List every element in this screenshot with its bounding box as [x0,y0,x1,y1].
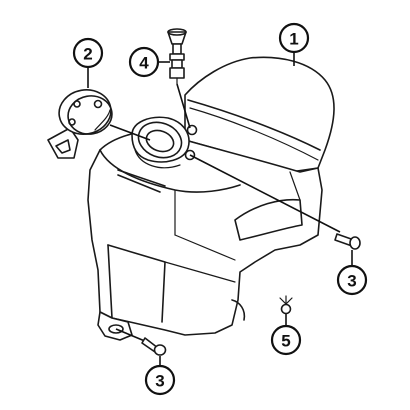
callout-4-label: 4 [139,54,149,73]
fuel-cap [47,89,151,159]
callout-2-label: 2 [83,45,92,64]
vent-valve [167,28,191,129]
callout-2: 2 [72,37,104,88]
callout-3-bottom: 3 [144,356,176,396]
callout-4: 4 [128,46,170,78]
callout-5: 5 [270,314,302,356]
filler-neck [131,116,190,169]
callout-3-bottom-label: 3 [155,372,164,391]
callout-3-right: 3 [336,250,368,296]
bolt-right [189,154,361,250]
callout-5-label: 5 [281,332,290,351]
callout-1-label: 1 [289,30,298,49]
plug [279,295,293,315]
fuel-tank [87,56,335,341]
callout-3-right-label: 3 [347,272,356,291]
callout-1: 1 [278,22,310,66]
bolt-bottom [115,328,167,356]
